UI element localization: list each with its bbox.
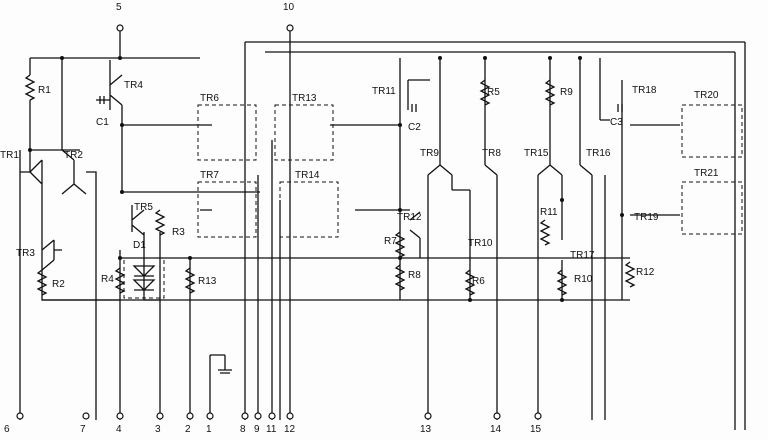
label-c3: C3 [610,117,623,128]
pin-10: 10 [283,2,295,13]
pin-15: 15 [530,424,542,435]
label-tr14: TR14 [295,170,320,181]
label-tr18: TR18 [632,85,657,96]
pin-8: 8 [240,424,246,435]
label-r11: R11 [540,207,558,218]
label-tr9: TR9 [420,148,439,159]
pin-11: 11 [266,424,277,435]
label-r7: R7 [384,236,397,247]
label-d1: D1 [133,240,146,251]
pin-terminals [16,24,542,420]
pin-7: 7 [80,424,86,435]
label-tr20: TR20 [694,90,719,101]
tr7-box [197,181,257,238]
label-tr8: TR8 [482,148,501,159]
pin-9: 9 [254,424,260,435]
label-tr12: TR12 [397,212,422,223]
pin-numbers: 5 10 6 7 4 3 2 1 8 9 11 12 13 14 15 [4,2,542,435]
pin-5: 5 [116,2,122,13]
label-tr6: TR6 [200,93,219,104]
junction-dots [28,56,624,302]
label-c1: C1 [96,117,109,128]
tr14-box [279,181,339,238]
label-c2: C2 [408,122,421,133]
label-tr21: TR21 [694,168,719,179]
label-r2: R2 [52,279,65,290]
label-r10: R10 [574,274,593,285]
capacitors [99,96,623,112]
resistors [24,74,636,296]
label-tr7: TR7 [200,170,219,181]
wires [19,28,746,430]
diode-d1 [132,265,156,291]
label-tr1: TR1 [0,150,19,161]
pin-3: 3 [155,424,161,435]
label-r5: R5 [487,87,500,98]
label-tr17: TR17 [570,250,595,261]
tr20-box [681,104,743,158]
pin-14: 14 [490,424,502,435]
label-r12: R12 [636,267,655,278]
pin-2: 2 [185,424,191,435]
label-tr15: TR15 [524,148,549,159]
label-tr3: TR3 [16,248,35,259]
tr21-box [681,181,743,235]
label-r6: R6 [472,276,485,287]
label-tr19: TR19 [634,212,659,223]
pin-6: 6 [4,424,10,435]
label-tr16: TR16 [586,148,611,159]
label-tr5: TR5 [134,202,153,213]
pin-13: 13 [420,424,432,435]
pin-4: 4 [116,424,122,435]
label-tr2: TR2 [64,150,83,161]
pin-12: 12 [284,424,296,435]
tr13-box [274,104,334,161]
label-tr13: TR13 [292,93,317,104]
label-r13: R13 [198,276,217,287]
label-tr10: TR10 [468,238,493,249]
label-r9: R9 [560,87,573,98]
pin-1: 1 [206,424,212,435]
component-labels: R1 TR1 TR2 TR3 R2 TR4 C1 TR5 R3 D1 R4 R1… [0,80,719,290]
label-r8: R8 [408,270,421,281]
label-r4: R4 [101,274,114,285]
label-tr11: TR11 [372,86,396,97]
label-tr4: TR4 [124,80,143,91]
tr6-box [197,104,257,161]
label-r3: R3 [172,227,185,238]
d1-box [123,257,165,299]
label-r1: R1 [38,85,51,96]
